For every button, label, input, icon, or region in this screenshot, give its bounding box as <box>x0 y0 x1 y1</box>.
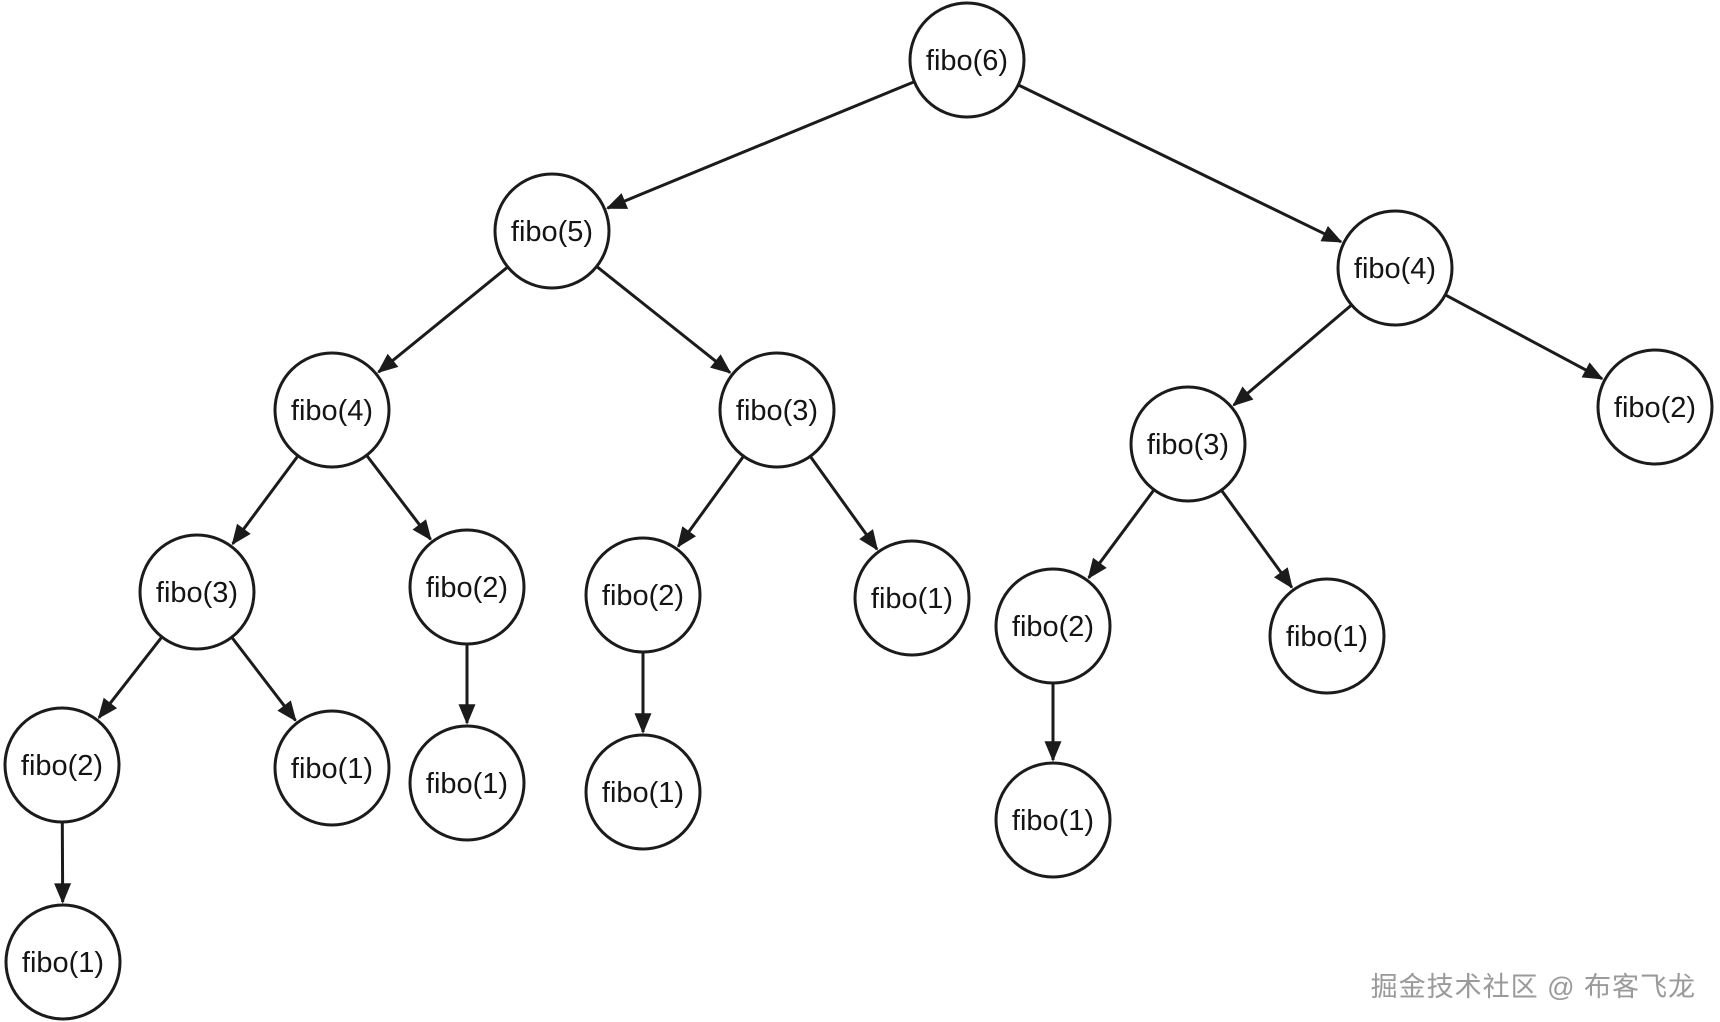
tree-node: fibo(1) <box>584 733 702 851</box>
nodes-layer: fibo(6) fibo(5) fibo(4) fibo(4) fibo(3) fibo(… <box>3 1 1714 1021</box>
tree-edge <box>1018 84 1343 244</box>
node-circle <box>1129 385 1247 503</box>
node-label: fibo(1) <box>1286 621 1368 653</box>
node-label: fibo(1) <box>871 583 953 615</box>
node-label: fibo(3) <box>1147 429 1229 461</box>
node-label: fibo(2) <box>602 580 684 612</box>
node-circle <box>584 733 702 851</box>
node-circle <box>584 536 702 654</box>
tree-node: fibo(1) <box>1268 577 1386 695</box>
node-label: fibo(4) <box>291 395 373 427</box>
node-circle <box>853 539 971 657</box>
tree-edge <box>596 265 732 374</box>
tree-node: fibo(3) <box>1129 385 1247 503</box>
node-label: fibo(1) <box>291 753 373 785</box>
tree-edge <box>377 266 508 374</box>
tree-node: fibo(3) <box>718 351 836 469</box>
tree-node: fibo(5) <box>493 172 611 290</box>
node-label: fibo(1) <box>602 777 684 809</box>
node-label: fibo(3) <box>156 577 238 609</box>
tree-edge <box>1232 304 1352 407</box>
node-circle <box>1596 348 1714 466</box>
node-label: fibo(1) <box>22 947 104 979</box>
tree-node: fibo(4) <box>1336 209 1454 327</box>
tree-edge <box>605 80 914 210</box>
tree-edge <box>97 636 163 720</box>
node-circle <box>273 709 391 827</box>
node-label: fibo(1) <box>1012 805 1094 837</box>
tree-node: fibo(1) <box>273 709 391 827</box>
tree-node: fibo(3) <box>138 533 256 651</box>
node-circle <box>994 567 1112 685</box>
tree-node: fibo(1) <box>408 724 526 842</box>
node-circle <box>994 761 1112 879</box>
node-circle <box>408 724 526 842</box>
node-circle <box>718 351 836 469</box>
node-circle <box>273 351 391 469</box>
tree-node: fibo(4) <box>273 351 391 469</box>
tree-edge <box>366 455 432 541</box>
tree-node: fibo(2) <box>994 567 1112 685</box>
tree-node: fibo(2) <box>3 706 121 824</box>
node-label: fibo(4) <box>1354 253 1436 285</box>
node-circle <box>4 903 122 1021</box>
node-label: fibo(1) <box>426 768 508 800</box>
node-label: fibo(5) <box>511 216 593 248</box>
tree-node: fibo(1) <box>994 761 1112 879</box>
tree-edge <box>231 637 297 722</box>
tree-node: fibo(2) <box>1596 348 1714 466</box>
tree-node: fibo(2) <box>408 528 526 646</box>
tree-node: fibo(2) <box>584 536 702 654</box>
node-circle <box>138 533 256 651</box>
node-label: fibo(2) <box>21 750 103 782</box>
tree-edge <box>1220 490 1294 589</box>
node-label: fibo(6) <box>926 45 1008 77</box>
node-circle <box>3 706 121 824</box>
node-label: fibo(3) <box>736 395 818 427</box>
node-label: fibo(2) <box>1012 611 1094 643</box>
node-circle <box>1336 209 1454 327</box>
tree-edge <box>676 456 745 548</box>
tree-edge <box>231 455 299 546</box>
node-label: fibo(2) <box>1614 392 1696 424</box>
node-label: fibo(2) <box>426 572 508 604</box>
node-circle <box>493 172 611 290</box>
tree-node: fibo(6) <box>908 1 1026 119</box>
edges-layer <box>54 80 1604 904</box>
tree-edge <box>809 456 879 551</box>
tree-node: fibo(1) <box>853 539 971 657</box>
node-circle <box>1268 577 1386 695</box>
node-circle <box>908 1 1026 119</box>
tree-edge <box>1087 489 1155 580</box>
node-circle <box>408 528 526 646</box>
tree-node: fibo(1) <box>4 903 122 1021</box>
tree-edge <box>1445 293 1604 381</box>
watermark: 掘金技术社区 @ 布客飞龙 <box>1370 972 1696 1002</box>
